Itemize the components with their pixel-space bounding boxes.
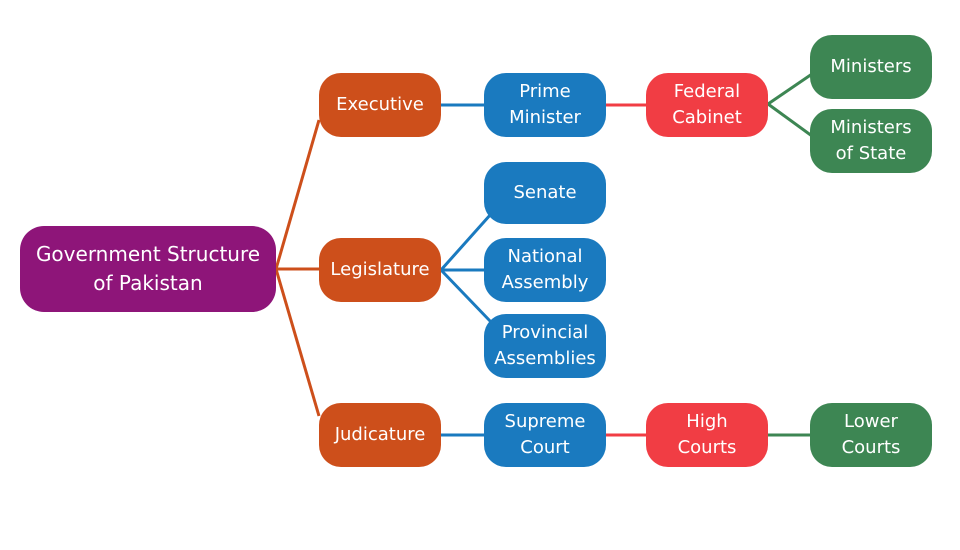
- node-provincial-assemblies[interactable]: Provincial Assemblies: [484, 314, 606, 378]
- node-high-courts[interactable]: High Courts: [646, 403, 768, 467]
- node-senate[interactable]: Senate: [484, 162, 606, 224]
- node-supreme-court[interactable]: Supreme Court: [484, 403, 606, 467]
- node-ministers-of-state[interactable]: Ministers of State: [810, 109, 932, 173]
- node-executive[interactable]: Executive: [319, 73, 441, 137]
- edge-legislature-pa: [439, 268, 493, 324]
- edge-fc-ministers: [767, 72, 813, 106]
- edge-root-executive: [274, 119, 321, 270]
- node-lower-courts[interactable]: Lower Courts: [810, 403, 932, 467]
- node-federal-cabinet[interactable]: Federal Cabinet: [646, 73, 768, 137]
- node-prime-minister[interactable]: Prime Minister: [484, 73, 606, 137]
- root-node-government-structure[interactable]: Government Structure of Pakistan: [20, 226, 276, 312]
- node-judicature[interactable]: Judicature: [319, 403, 441, 467]
- edge-root-judicature: [274, 268, 321, 417]
- edge-legislature-senate: [439, 213, 493, 271]
- node-legislature[interactable]: Legislature: [319, 238, 441, 302]
- edge-fc-mos: [767, 102, 813, 138]
- node-national-assembly[interactable]: National Assembly: [484, 238, 606, 302]
- node-ministers[interactable]: Ministers: [810, 35, 932, 99]
